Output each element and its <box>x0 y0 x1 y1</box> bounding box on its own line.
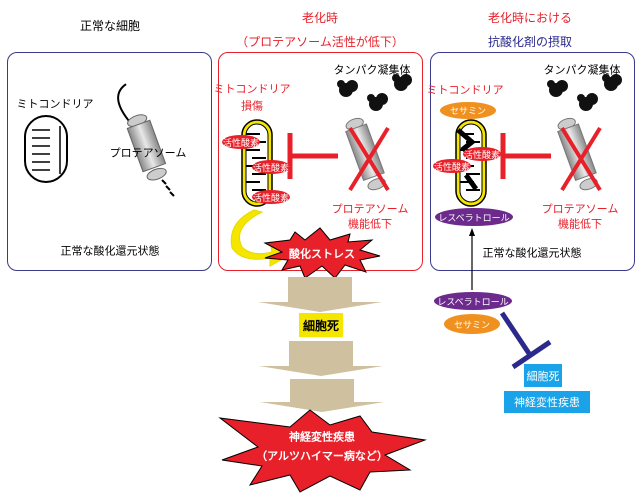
label-proteasome: プロテアソーム <box>331 202 409 216</box>
mitochondrion-icon <box>24 115 68 183</box>
sesamin-badge: セサミン <box>444 314 500 334</box>
cell-death-box: 細胞死 <box>524 364 562 387</box>
panel-aging <box>218 52 423 271</box>
label-mitochondria: ミトコンドリア <box>213 82 291 96</box>
cross-icon <box>560 126 602 192</box>
down-arrow-icon <box>258 277 384 412</box>
label-redox-normal: 正常な酸化還元状態 <box>60 244 160 258</box>
label-function-decline: 機能低下 <box>348 217 392 231</box>
inhibition-t-icon <box>500 133 551 179</box>
cell-death-box: 細胞死 <box>299 313 343 337</box>
heading-antioxidant-sub: 抗酸化剤の摂取 <box>487 35 573 49</box>
protein-aggregate-icon <box>337 74 412 111</box>
ros-badge: 活性酸素 <box>433 159 471 173</box>
heading-antioxidant: 老化時における <box>487 11 573 25</box>
label-disease-example: （アルツハイマー病など） <box>256 449 388 463</box>
label-proteasome: プロテアソーム <box>541 202 619 216</box>
label-aggregates: タンパク凝集体 <box>333 63 411 77</box>
inhibition-t-icon <box>499 311 552 370</box>
curved-arrow-icon <box>230 209 289 267</box>
label-function-decline: 機能低下 <box>558 217 602 231</box>
resveratrol-badge: レスベラトロール <box>435 208 513 226</box>
heading-aging-sub: （プロテアソーム活性が低下） <box>236 35 404 49</box>
ros-badge: 活性酸素 <box>252 190 290 204</box>
ros-badge: 活性酸素 <box>222 135 260 149</box>
label-oxidative-stress: 酸化ストレス <box>289 247 355 261</box>
panel-antioxidant <box>430 52 635 271</box>
heading-aging: 老化時 <box>301 11 339 25</box>
label-aggregates: タンパク凝集体 <box>543 63 621 77</box>
protected-mitochondrion-icon <box>455 119 487 207</box>
label-redox-normal: 正常な酸化還元状態 <box>482 246 582 260</box>
label-disease: 神経変性疾患 <box>289 430 355 444</box>
starburst-disease <box>218 409 427 493</box>
starburst-oxidative-stress <box>263 227 381 279</box>
ros-badge: 活性酸素 <box>463 147 501 161</box>
panel-normal <box>7 52 212 271</box>
label-mitochondria: ミトコンドリア <box>16 97 94 111</box>
proteasome-icon <box>117 83 167 181</box>
protein-aggregate-icon <box>547 74 622 111</box>
heading-normal-cell: 正常な細胞 <box>79 19 141 33</box>
resveratrol-badge: レスベラトロール <box>434 292 512 310</box>
label-proteasome: プロテアソーム <box>109 146 187 160</box>
inhibition-t-icon <box>287 133 338 179</box>
ros-badge: 活性酸素 <box>252 160 290 174</box>
cross-icon <box>348 126 390 192</box>
sesamin-badge: セサミン <box>440 102 496 119</box>
label-mitochondria: ミトコンドリア <box>426 83 504 97</box>
label-damage: 損傷 <box>241 99 263 113</box>
disease-box: 神経変性疾患 <box>504 391 590 413</box>
